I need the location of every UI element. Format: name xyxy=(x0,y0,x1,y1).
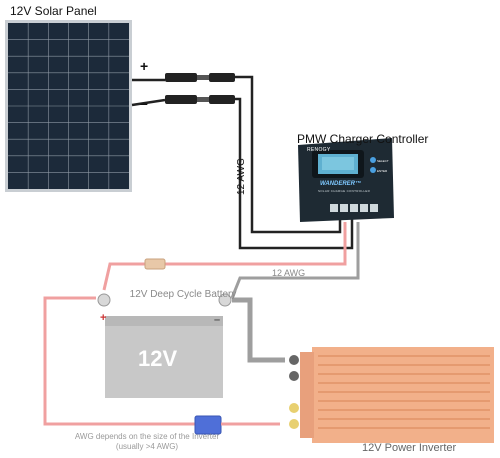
battery-voltage-label: 12V xyxy=(138,346,178,371)
solar-panel-title: 12V Solar Panel xyxy=(10,4,97,18)
controller-to-battery-negative-wire xyxy=(230,222,360,299)
panel-cell-grid xyxy=(8,23,129,189)
awg-note: AWG depends on the size of the Inverter … xyxy=(74,432,220,451)
wire-gauge-horizontal-label: 12 AWG xyxy=(272,268,306,278)
controller-to-battery-positive-wire xyxy=(102,222,347,291)
controller-subtitle-label: SOLAR CHARGE CONTROLLER xyxy=(318,189,371,193)
inline-fuse-top xyxy=(144,258,166,270)
battery-negative-terminal-label: – xyxy=(214,314,221,326)
controller-enter-button-label: ENTER xyxy=(377,169,388,173)
wire-gauge-vertical-label: 12 AWG xyxy=(236,158,247,195)
battery xyxy=(97,293,232,398)
panel-negative-lead xyxy=(131,95,354,250)
controller-model-label: WANDERER™ xyxy=(320,181,362,187)
charge-controller xyxy=(298,138,394,222)
controller-terminals xyxy=(330,204,378,212)
solar-panel xyxy=(5,20,132,192)
battery-to-inverter-positive-wire xyxy=(43,296,195,426)
positive-label: + xyxy=(140,58,149,74)
inverter-title: 12V Power Inverter xyxy=(362,442,457,454)
controller-title: PMW Charger Controller xyxy=(297,132,429,146)
battery-positive-terminal-label: + xyxy=(100,312,107,324)
controller-brand-label: RENOGY xyxy=(307,147,331,153)
power-inverter xyxy=(289,347,494,443)
controller-select-button-label: SELECT xyxy=(377,159,389,163)
negative-label: – xyxy=(140,95,148,111)
inverter-fins xyxy=(318,355,490,429)
panel-positive-lead xyxy=(132,73,342,234)
battery-title: 12V Deep Cycle Battery xyxy=(129,289,237,300)
battery-to-inverter-negative-wire xyxy=(232,297,285,363)
